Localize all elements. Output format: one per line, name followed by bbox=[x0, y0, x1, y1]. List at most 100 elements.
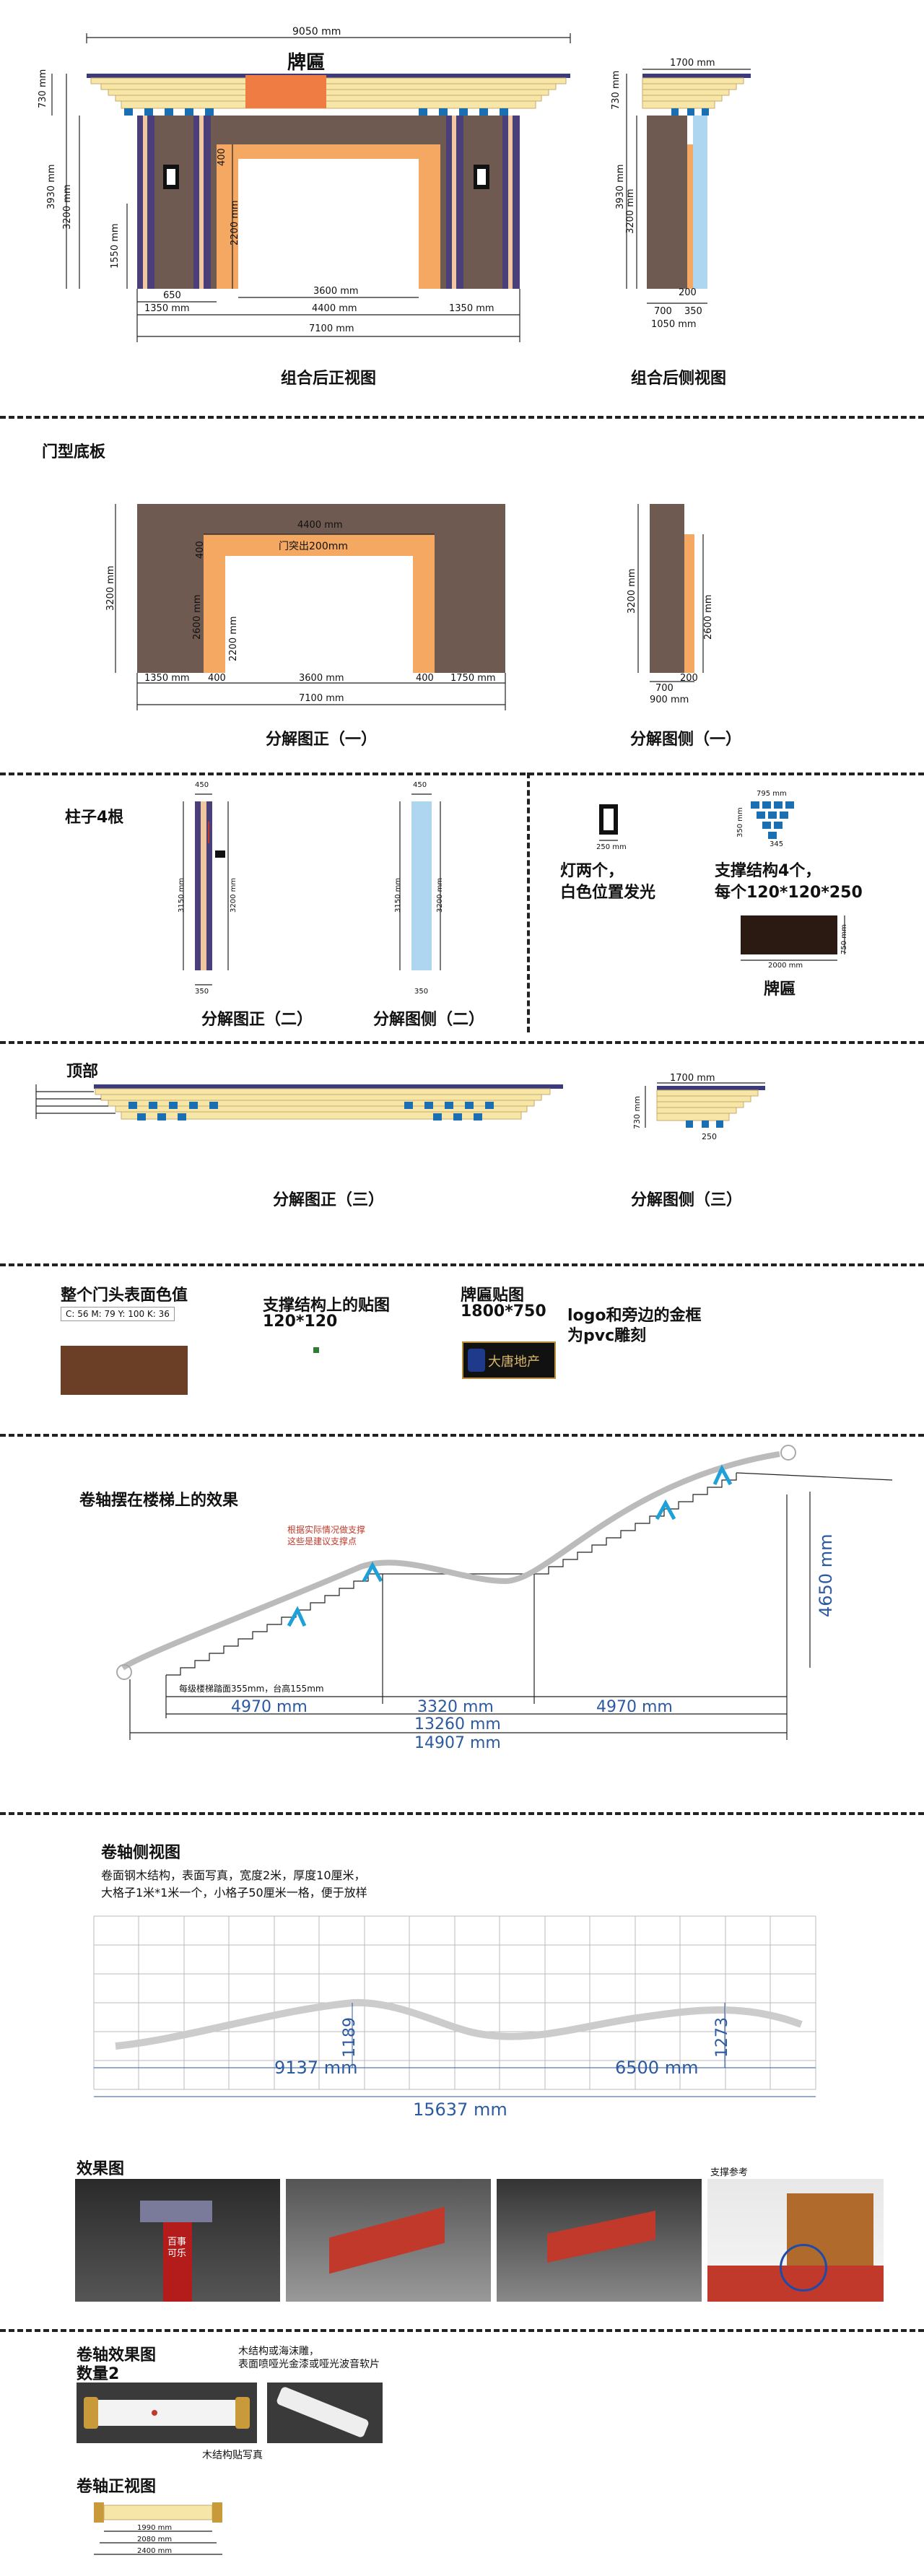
divider-5 bbox=[0, 1434, 924, 1437]
color-title: 整个门头表面色值 bbox=[61, 1287, 188, 1305]
base-dim-400a: 400 bbox=[208, 673, 226, 684]
divider-vertical bbox=[527, 773, 530, 1032]
pillar-side-h3150: 3150 mm bbox=[394, 877, 402, 913]
stairs-note-1: 根据实际情况做支撑 bbox=[287, 1525, 366, 1535]
dim-1550: 1550 mm bbox=[110, 223, 121, 269]
logo-badge bbox=[468, 1349, 485, 1372]
pillar-w350: 350 bbox=[195, 988, 209, 996]
base-side-700: 700 bbox=[655, 683, 674, 694]
side-dim-3930: 3930 mm bbox=[615, 164, 626, 209]
scroll-side-desc-1: 卷面钢木结构，表面写真，宽度2米，厚度10厘米， bbox=[101, 1868, 366, 1882]
stairs-dim-4970a: 4970 mm bbox=[231, 1698, 308, 1716]
top-side-drawing bbox=[645, 1082, 765, 1128]
plaque-sticker: 大唐地产 bbox=[462, 1341, 556, 1379]
stairs-dim-14907: 14907 mm bbox=[414, 1734, 501, 1752]
scroll-note-3: 木结构贴写真 bbox=[202, 2450, 263, 2461]
base-dim-1350: 1350 mm bbox=[144, 673, 190, 684]
scroll-dim-6500: 6500 mm bbox=[615, 2058, 699, 2078]
section-colors: 整个门头表面色值 C: 56 M: 79 Y: 100 K: 36 支撑结构上的… bbox=[0, 1266, 924, 1425]
side-dim-700: 700 bbox=[654, 306, 672, 317]
support-drawing bbox=[751, 801, 794, 839]
stairs-tread-note: 每级楼梯踏面355mm，台高155mm bbox=[179, 1684, 324, 1694]
plaque-block bbox=[245, 75, 326, 108]
render-2 bbox=[286, 2179, 491, 2302]
plaque-sticker-note2: 为pvc雕刻 bbox=[567, 1327, 647, 1345]
plaque-drawing bbox=[741, 915, 845, 961]
scroll-dim-2400: 2400 mm bbox=[137, 2547, 173, 2555]
base-side-200: 200 bbox=[680, 673, 698, 684]
side-dim-3200: 3200 mm bbox=[625, 188, 636, 234]
top-title: 顶部 bbox=[66, 1063, 99, 1081]
pillar-side-w350: 350 bbox=[414, 988, 429, 996]
base-side-3200: 3200 mm bbox=[627, 568, 637, 614]
divider-2 bbox=[0, 773, 924, 775]
scroll-effect-qty: 数量2 bbox=[77, 2365, 120, 2383]
lamp-drawing bbox=[599, 804, 618, 841]
base-dim-1750: 1750 mm bbox=[450, 673, 496, 684]
pillar-h3200: 3200 mm bbox=[230, 877, 237, 913]
render-1-banner: 百事可乐 bbox=[167, 2237, 187, 2259]
plaque-width: 2000 mm bbox=[768, 962, 803, 970]
pillar-side-w450: 450 bbox=[413, 781, 427, 789]
pillar-side-h3200: 3200 mm bbox=[436, 877, 444, 913]
pillar-h3150: 3150 mm bbox=[178, 877, 186, 913]
scroll-side-desc-2: 大格子1米*1米一个，小格子50厘米一格，便于放样 bbox=[101, 1886, 367, 1900]
base-dim-7100: 7100 mm bbox=[299, 693, 344, 704]
base-dim-400: 400 bbox=[195, 541, 206, 559]
door-base-title: 门型底板 bbox=[42, 443, 106, 461]
section-top: 顶部 分解图正（三） 1700 mm 730 mm 250 分解图侧（三） bbox=[0, 1044, 924, 1261]
scroll-effect-title: 卷轴效果图 bbox=[77, 2346, 157, 2364]
section-scroll-effect: 卷轴效果图 数量2 木结构或海沫雕， 表面喷哑光金漆或哑光波音软片 木结构贴写真… bbox=[0, 2332, 924, 2575]
scroll-render-1 bbox=[77, 2383, 257, 2443]
support-height: 350 mm bbox=[736, 807, 744, 837]
stairs-drawing bbox=[116, 1445, 893, 1740]
dim-650: 650 bbox=[163, 290, 181, 301]
stairs-dim-13260: 13260 mm bbox=[414, 1715, 501, 1733]
caption-pillar-side: 分解图侧（二） bbox=[372, 1011, 484, 1029]
scroll-dim-1189: 1189 bbox=[341, 2017, 359, 2058]
scroll-dim-1990: 1990 mm bbox=[137, 2524, 173, 2532]
section-door-base: 门型底板 4400 mm 门突出200mm 3200 mm 2600 mm 22… bbox=[0, 419, 924, 765]
base-dim-400b: 400 bbox=[416, 673, 434, 684]
sticker-swatch bbox=[313, 1347, 319, 1353]
support-text-2: 每个120*120*250 bbox=[715, 884, 863, 902]
side-dim-1050: 1050 mm bbox=[651, 319, 697, 330]
caption-base-side: 分解图侧（一） bbox=[629, 731, 741, 749]
divider-3 bbox=[0, 1041, 924, 1044]
dim-3600: 3600 mm bbox=[313, 286, 359, 297]
support-text-1: 支撑结构4个， bbox=[715, 862, 821, 880]
base-dim-3600: 3600 mm bbox=[299, 673, 344, 684]
door-base-front-drawing bbox=[115, 504, 506, 710]
caption-base-front: 分解图正（一） bbox=[265, 731, 377, 749]
side-dim-1700: 1700 mm bbox=[670, 58, 715, 69]
render-support-ref bbox=[707, 2179, 884, 2302]
stairs-dim-4650: 4650 mm bbox=[816, 1533, 836, 1617]
scroll-render-2 bbox=[267, 2383, 383, 2443]
pillar-front-drawing bbox=[183, 793, 229, 985]
support-base: 345 bbox=[770, 840, 784, 848]
plaque-sticker-size: 1800*750 bbox=[461, 1302, 546, 1320]
blue-tiles bbox=[124, 108, 508, 116]
caption-top-front: 分解图正（三） bbox=[272, 1191, 384, 1209]
dim-400: 400 bbox=[217, 148, 227, 166]
side-dim-730: 730 mm bbox=[611, 70, 622, 110]
plaque-sticker-note1: logo和旁边的金框 bbox=[567, 1307, 702, 1325]
scroll-side-title: 卷轴侧视图 bbox=[101, 1844, 181, 1862]
stairs-title: 卷轴摆在楼梯上的效果 bbox=[79, 1492, 239, 1510]
renders-title: 效果图 bbox=[77, 2160, 125, 2178]
top-side-250: 250 bbox=[702, 1132, 717, 1141]
dim-3930: 3930 mm bbox=[46, 164, 57, 209]
section-scroll-side: 卷轴侧视图 卷面钢木结构，表面写真，宽度2米，厚度10厘米， 大格子1米*1米一… bbox=[0, 1815, 924, 2133]
side-dim-200: 200 bbox=[679, 287, 697, 298]
top-front-drawing bbox=[35, 1084, 563, 1121]
sticker-size: 120*120 bbox=[263, 1313, 338, 1331]
divider-4 bbox=[0, 1263, 924, 1266]
scroll-note-2: 表面喷哑光金漆或哑光波音软片 bbox=[238, 2359, 380, 2370]
divider-1 bbox=[0, 416, 924, 419]
divider-6 bbox=[0, 1812, 924, 1815]
pillar-w450: 450 bbox=[195, 781, 209, 789]
assembled-side-drawing bbox=[626, 69, 751, 304]
color-swatch bbox=[61, 1346, 188, 1395]
lamp-text-1: 灯两个， bbox=[560, 862, 624, 880]
base-dim-2600: 2600 mm bbox=[192, 594, 203, 640]
